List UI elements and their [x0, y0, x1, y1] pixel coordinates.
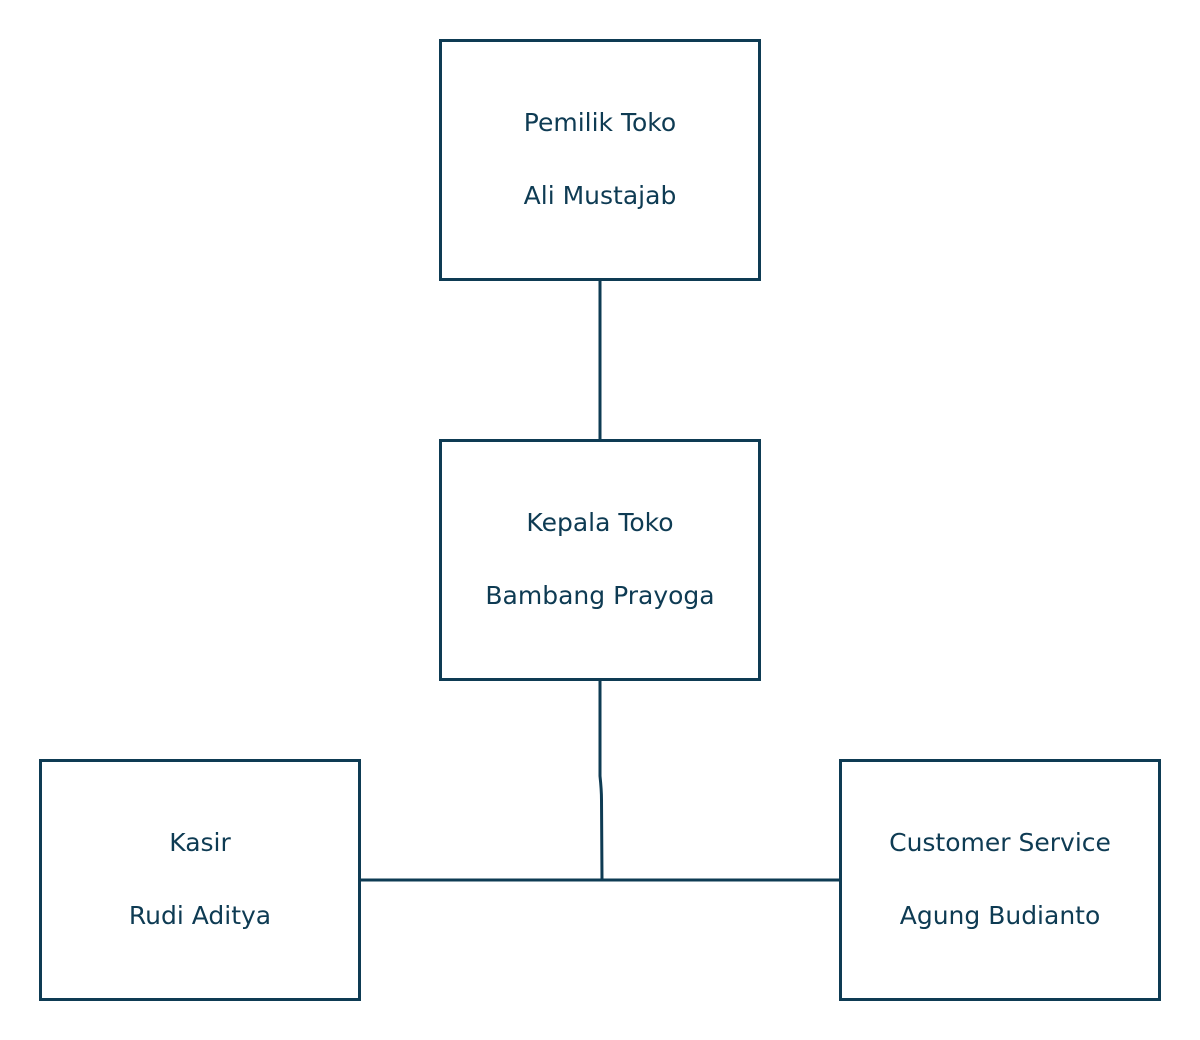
node-role-label: Customer Service: [889, 828, 1111, 857]
node-role-label: Kepala Toko: [526, 508, 674, 537]
node-role-label: Kasir: [169, 828, 231, 857]
node-person-name: Bambang Prayoga: [485, 581, 715, 610]
node-kepala-toko: Kepala Toko Bambang Prayoga: [439, 439, 761, 681]
node-person-name: Agung Budianto: [899, 901, 1101, 930]
node-role-label: Pemilik Toko: [523, 108, 677, 137]
node-customer-service: Customer Service Agung Budianto: [839, 759, 1161, 1001]
node-person-name: Ali Mustajab: [523, 181, 677, 210]
node-pemilik-toko: Pemilik Toko Ali Mustajab: [439, 39, 761, 281]
connector-head-trunk: [598, 680, 604, 881]
node-kasir: Kasir Rudi Aditya: [39, 759, 361, 1001]
node-person-name: Rudi Aditya: [128, 901, 272, 930]
